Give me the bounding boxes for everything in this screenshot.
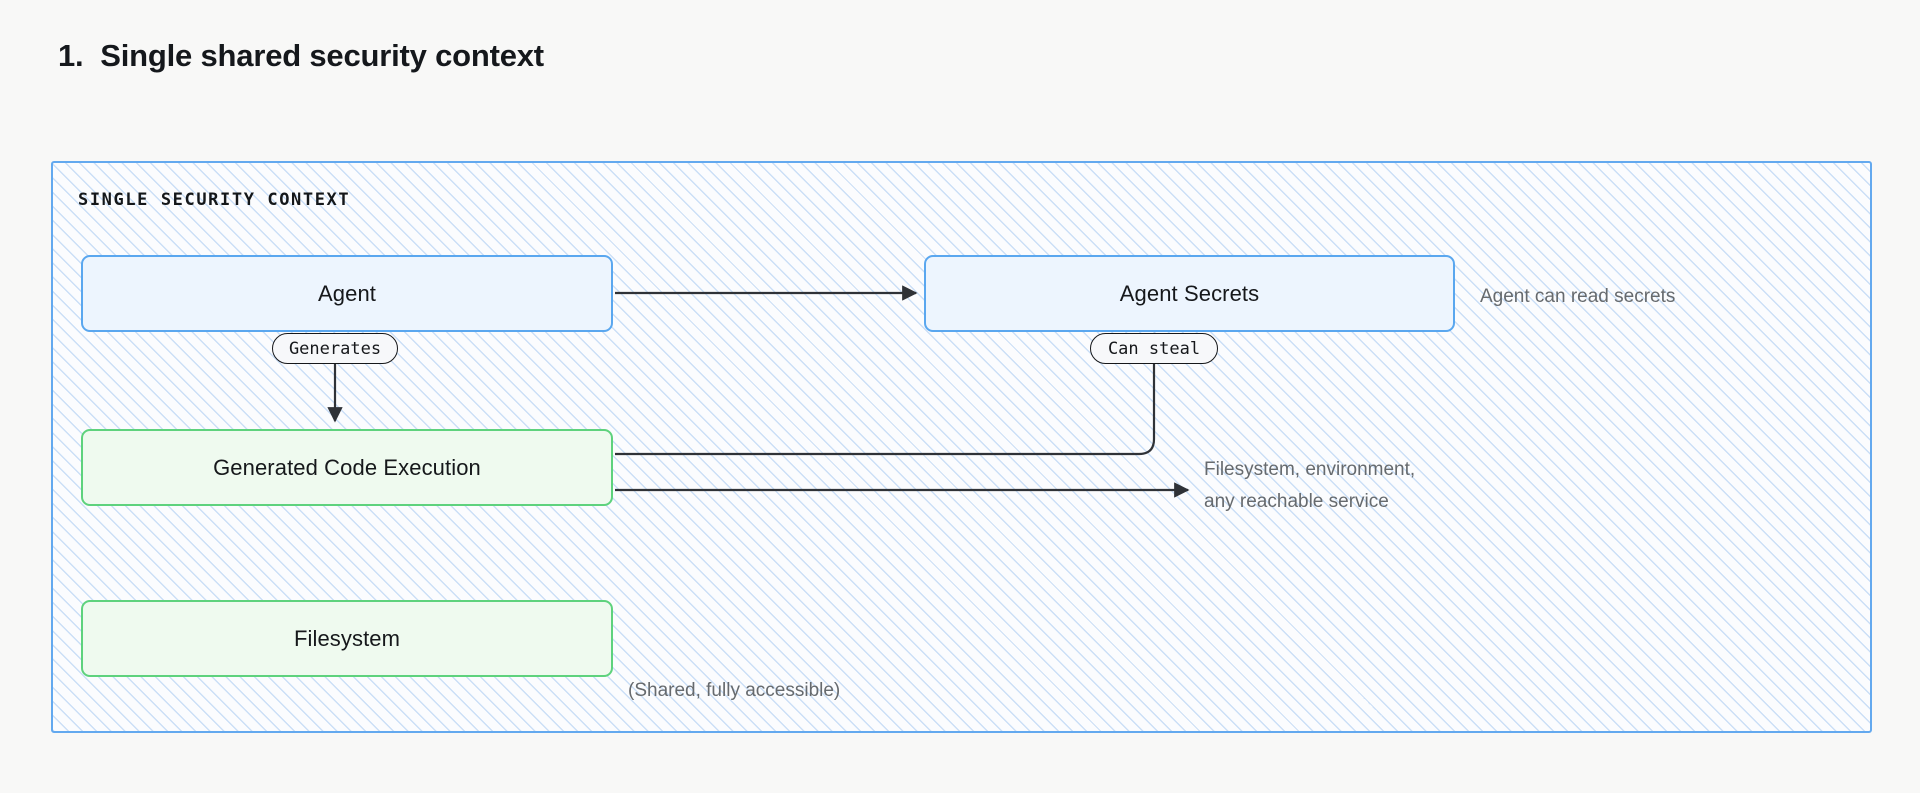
edge-label-can-steal: Can steal — [1090, 333, 1218, 364]
node-filesystem[interactable]: Filesystem — [81, 600, 613, 677]
node-agent[interactable]: Agent — [81, 255, 613, 332]
node-agent-secrets-label: Agent Secrets — [1119, 280, 1260, 306]
context-label: SINGLE SECURITY CONTEXT — [78, 190, 351, 210]
edge-label-generates: Generates — [272, 333, 398, 364]
node-generated-code-execution[interactable]: Generated Code Execution — [81, 429, 613, 506]
node-generated-code-execution-label: Generated Code Execution — [213, 454, 481, 480]
annotation-filesystem-shared: (Shared, fully accessible) — [628, 680, 841, 701]
node-agent-secrets[interactable]: Agent Secrets — [924, 255, 1455, 332]
security-context-container: SINGLE SECURITY CONTEXT Agent Agent Secr… — [51, 161, 1872, 733]
annotation-agent-can-read-secrets: Agent can read secrets — [1480, 286, 1676, 307]
edge-codeexec-to-secrets — [615, 332, 1162, 456]
node-filesystem-label: Filesystem — [293, 625, 401, 651]
page-title: 1. Single shared security context — [58, 38, 544, 73]
node-agent-label: Agent — [318, 280, 376, 306]
annotation-reachable-resources: Filesystem, environment, any reachable s… — [1204, 459, 1416, 512]
